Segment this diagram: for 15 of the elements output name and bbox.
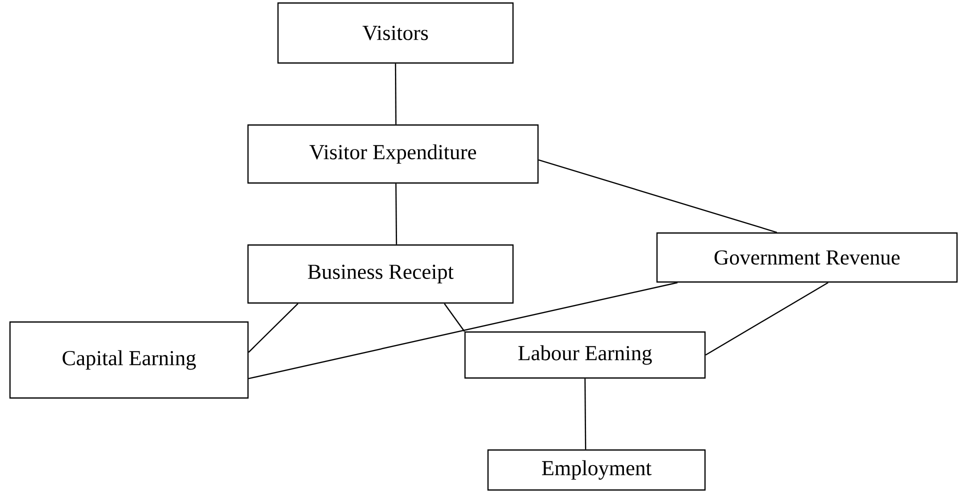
connector-line	[395, 184, 398, 244]
text-box: Labour Earning	[464, 331, 706, 379]
text-box: Employment	[487, 449, 706, 491]
connector-line	[444, 303, 465, 332]
connector-line	[248, 303, 298, 353]
text-box: Business Receipt	[247, 244, 514, 304]
connector-line	[538, 159, 778, 233]
text-box: Visitor Expenditure	[247, 124, 539, 184]
connector-line	[584, 378, 586, 450]
text-box: Government Revenue	[656, 232, 958, 283]
text-box: Capital Earning	[9, 321, 249, 399]
text-box: Visitors	[277, 2, 514, 64]
connector-line	[705, 282, 828, 356]
connector-line	[394, 64, 397, 124]
connector-line	[248, 282, 678, 380]
